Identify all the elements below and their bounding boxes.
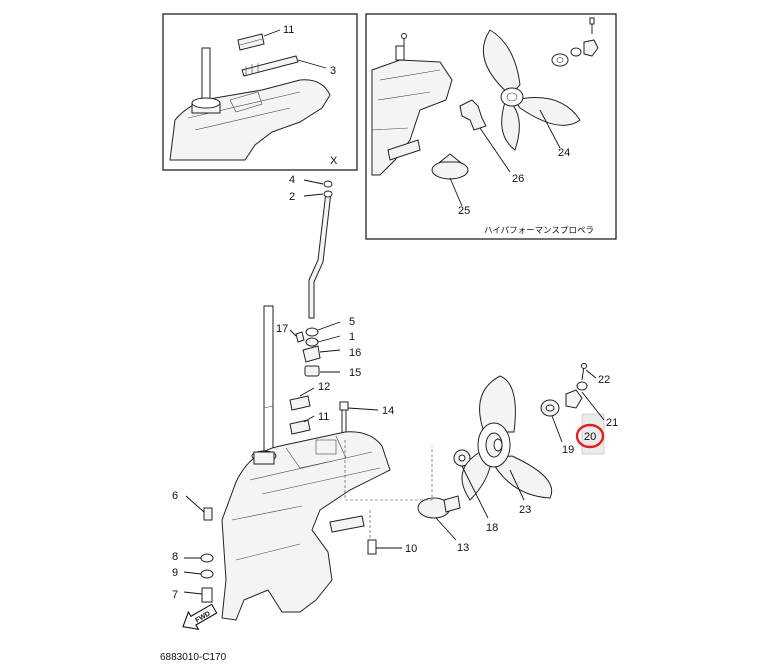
shift-rod: [308, 191, 332, 319]
inset-rod-part: [241, 55, 299, 77]
part-label-18: 18: [486, 522, 498, 534]
inset-hp-label-26: 26: [512, 173, 524, 185]
part-label-13: 13: [457, 542, 469, 554]
part-label-12: 12: [318, 381, 330, 393]
part-20-highlight-circle: [575, 423, 605, 449]
part-label-2: 2: [289, 191, 295, 203]
part-label-19: 19: [562, 444, 574, 456]
part-label-15: 15: [349, 367, 361, 379]
lower-gearcase: [221, 431, 391, 621]
part-label-23: 23: [519, 504, 531, 516]
diagram-code: 6883010-C170: [160, 652, 227, 663]
main-propeller: [461, 375, 553, 501]
inset-hp-label-25: 25: [458, 205, 470, 217]
part-label-7: 7: [172, 589, 178, 601]
inset-x-label-11: 11: [283, 24, 294, 36]
inset-hp-washer: [431, 160, 469, 180]
inset-x-panel: 11 3 X: [162, 13, 358, 171]
inset-hp-propeller: [482, 29, 581, 151]
anode-part: [417, 495, 461, 519]
inset-x-view-label: X: [330, 155, 338, 167]
part-label-11: 11: [318, 411, 329, 423]
part-label-20: 20: [584, 431, 596, 443]
part-label-6: 6: [172, 490, 178, 502]
part-label-1: 1: [349, 331, 355, 343]
inset-hp-bracket: [459, 99, 487, 131]
part-label-22: 22: [598, 374, 610, 386]
main-assembly: 4 2 5 1 17 16 15 12 11 14 22 21 20 19 23…: [172, 174, 618, 621]
part-label-14: 14: [382, 405, 394, 417]
inset-x-label-3: 3: [330, 65, 336, 77]
part-label-4: 4: [289, 174, 295, 186]
part-label-5: 5: [349, 316, 355, 328]
inset-hp-casing: [371, 59, 453, 176]
inset-hp-label-24: 24: [558, 147, 570, 159]
drive-shaft: [263, 305, 274, 455]
part-label-10: 10: [405, 543, 417, 555]
part-label-21: 21: [606, 417, 618, 429]
inset-hp-caption: ハイパフォーマンスプロペラ: [484, 226, 594, 236]
part-label-16: 16: [349, 347, 361, 359]
part-label-8: 8: [172, 551, 178, 563]
part-label-17: 17: [276, 323, 288, 335]
fwd-arrow-icon: FWD: [182, 603, 218, 631]
inset-hp-panel: 24 26 25 ハイパフォーマンスプロペラ: [365, 13, 617, 240]
part-label-9: 9: [172, 567, 178, 579]
